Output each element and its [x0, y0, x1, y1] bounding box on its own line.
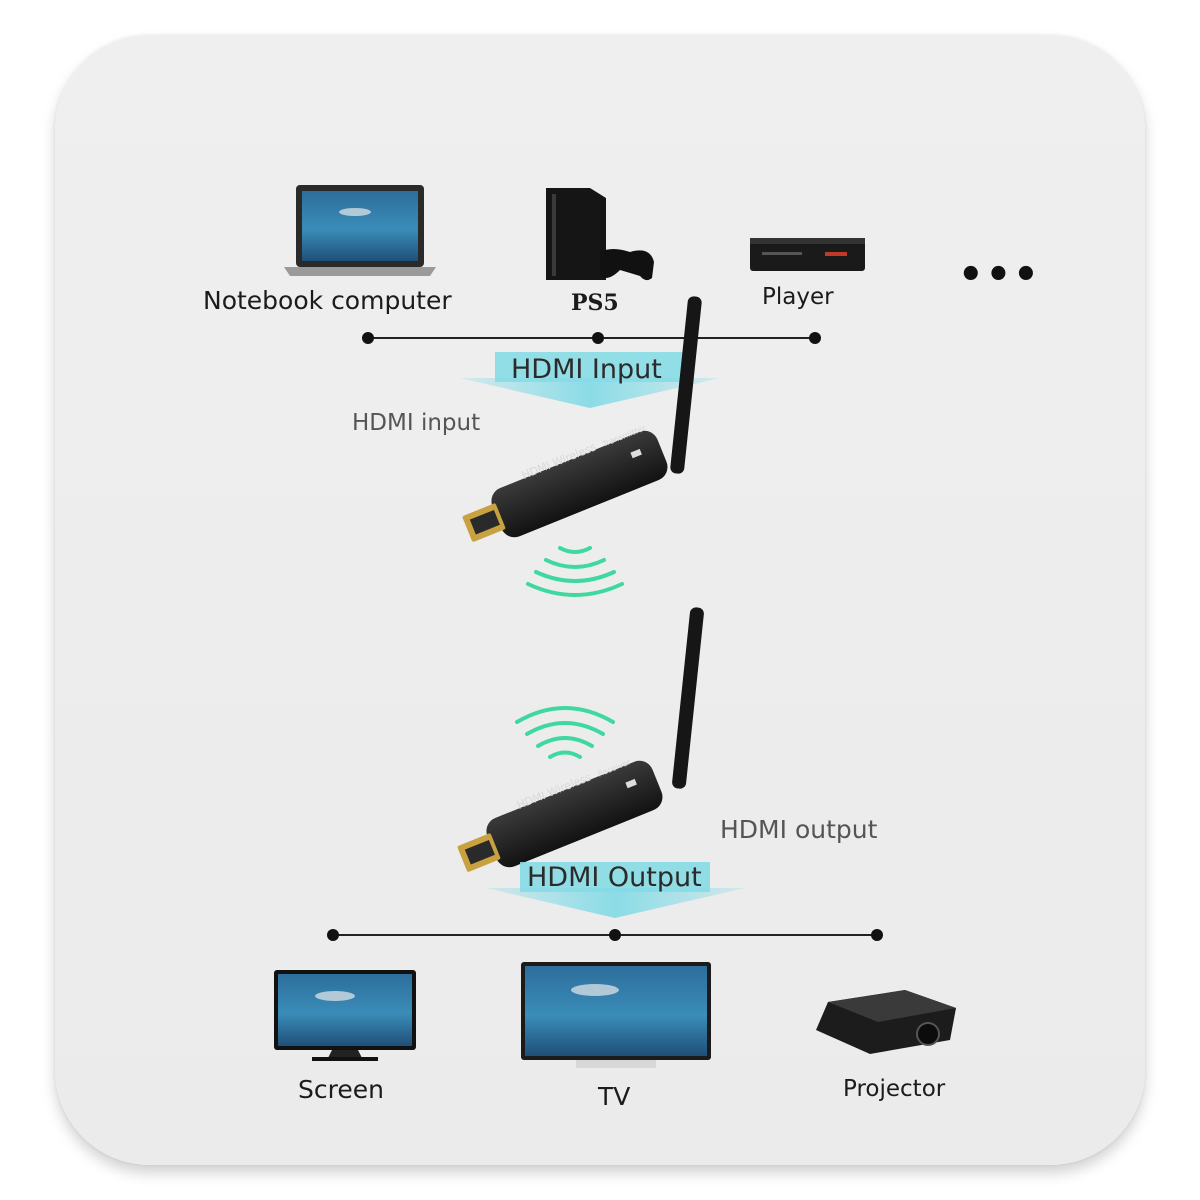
display-connector [327, 929, 883, 941]
source-connector [362, 332, 821, 344]
hdmi-input-arrow [460, 352, 720, 408]
more-sources-icon: ••• [958, 252, 1041, 298]
notebook-icon [284, 185, 436, 276]
ps5-icon [546, 188, 654, 281]
notebook-label: Notebook computer [203, 286, 452, 315]
receiver-device [457, 607, 704, 872]
projector-icon [816, 990, 956, 1054]
transmitter-device [462, 296, 702, 542]
ps5-label: PS5 [571, 290, 619, 316]
player-icon [750, 238, 865, 271]
projector-label: Projector [843, 1076, 946, 1102]
hdmi-input-caption: HDMI input [352, 410, 481, 436]
player-label: Player [762, 284, 834, 310]
hdmi-output-caption: HDMI output [720, 815, 878, 844]
signal-wave-receive-icon [515, 706, 615, 759]
hdmi-output-banner: HDMI Output [527, 862, 702, 893]
signal-wave-transmit-icon [526, 546, 624, 597]
hdmi-input-banner: HDMI Input [511, 354, 662, 385]
screen-icon [274, 970, 416, 1061]
tv-icon [521, 962, 711, 1068]
screen-label: Screen [298, 1075, 384, 1104]
tv-label: TV [598, 1082, 631, 1111]
hdmi-output-arrow [486, 862, 745, 918]
